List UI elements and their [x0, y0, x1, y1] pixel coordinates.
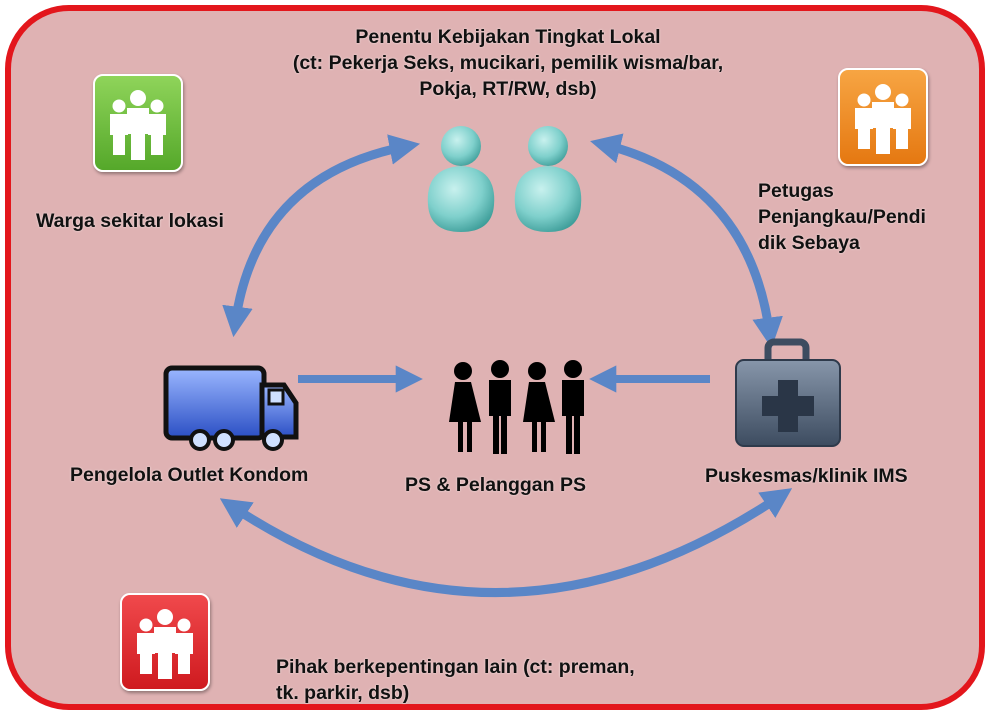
people-group-icon [855, 84, 911, 154]
outlet-label: Pengelola Outlet Kondom [70, 464, 309, 486]
people-group-icon [137, 609, 193, 679]
arrow-policy-clinic [590, 133, 783, 349]
people-group-icon [110, 90, 166, 160]
policy-makers-label: Penentu Kebijakan Tingkat Lokal (ct: Pek… [292, 26, 724, 100]
residents-tile [93, 74, 183, 172]
clients-label: PS & Pelanggan PS [405, 474, 586, 496]
residents-label: Warga sekitar lokasi [36, 210, 224, 232]
outreach-tile [838, 68, 928, 166]
others-tile [120, 593, 210, 691]
others-label: Pihak berkepentingan lain (ct: preman, t… [276, 656, 635, 704]
outreach-label: Petugas Penjangkau/Pendi dik Sebaya [758, 180, 926, 254]
arrow-outlet-clinic [219, 488, 793, 597]
arrow-outlet-policy [222, 134, 421, 338]
clinic-label: Puskesmas/klinik IMS [705, 465, 908, 487]
